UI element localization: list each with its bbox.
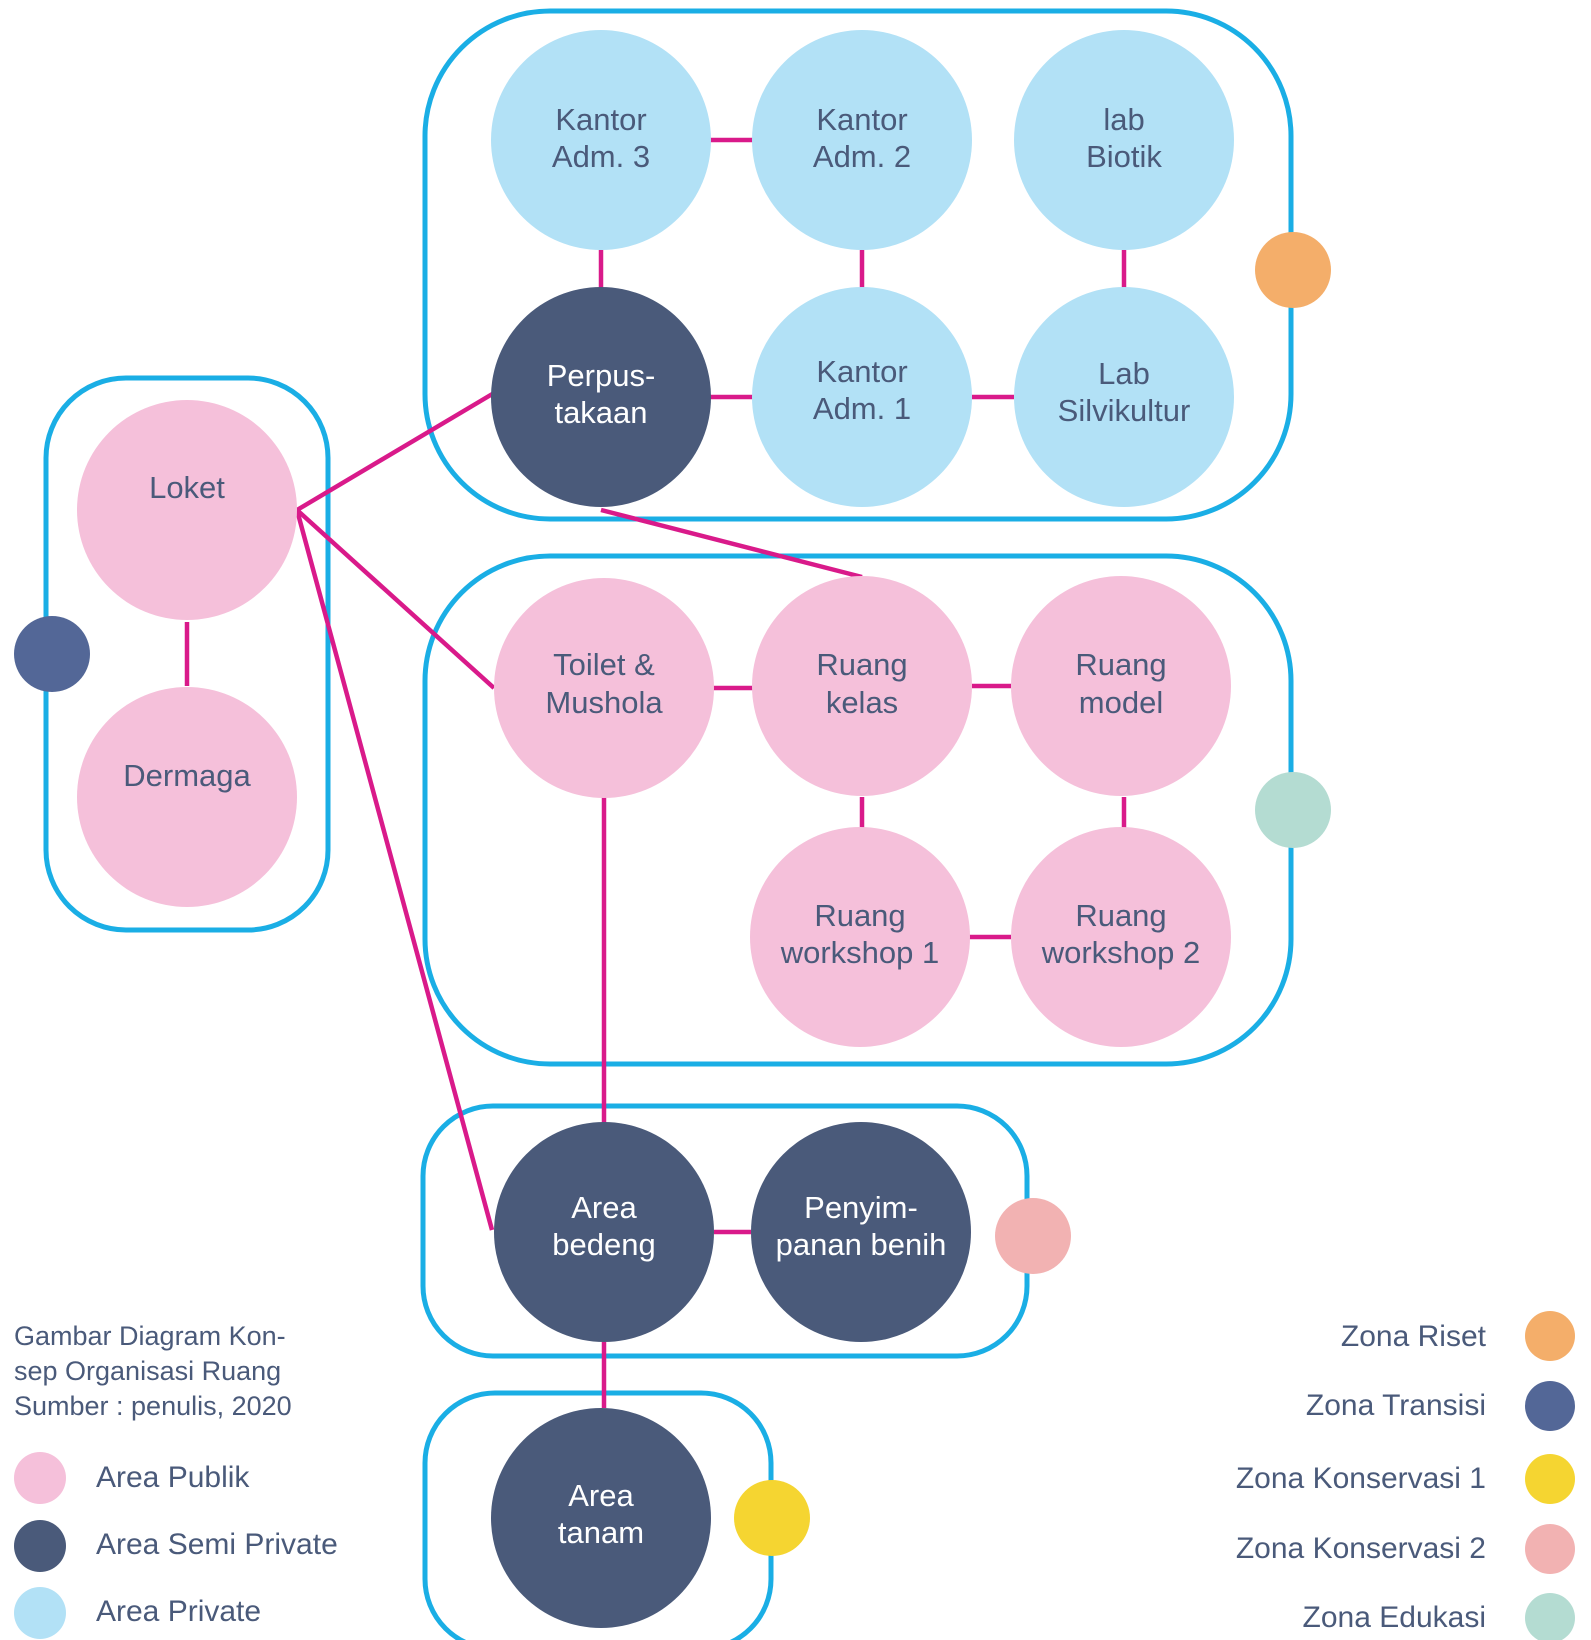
node-toilet-mushola: Toilet & Mushola: [494, 578, 714, 798]
node-circle: [1014, 30, 1234, 250]
node-circle: [752, 30, 972, 250]
node-label: Kantor: [555, 102, 646, 137]
node-circle: [751, 1122, 971, 1342]
node-label: Dermaga: [123, 758, 251, 793]
caption-line-1: Gambar Diagram Kon-: [14, 1321, 286, 1351]
legend-label-zona-konservasi-1: Zona Konservasi 1: [1236, 1462, 1486, 1495]
node-circle: [77, 687, 297, 907]
marker-zona-riset: [1255, 232, 1331, 308]
node-penyimpanan-benih: Penyim- panan benih: [751, 1122, 971, 1342]
legend-swatch-zona-transisi: [1525, 1381, 1575, 1431]
node-label: kelas: [826, 685, 898, 720]
legend-label-zona-transisi: Zona Transisi: [1306, 1389, 1486, 1422]
node-label: Area: [571, 1190, 637, 1225]
node-label: Kantor: [816, 354, 907, 389]
zone-markers: [14, 232, 1331, 1556]
node-label: bedeng: [552, 1227, 655, 1262]
node-perpustakaan: Perpus- takaan: [491, 287, 711, 507]
node-label: workshop 2: [1041, 935, 1201, 970]
node-label: Mushola: [545, 685, 663, 720]
node-label: lab: [1103, 102, 1144, 137]
legend-label-area-private: Area Private: [96, 1595, 261, 1628]
node-circle: [1011, 827, 1231, 1047]
node-label: Toilet &: [553, 647, 655, 682]
node-label: model: [1079, 685, 1163, 720]
node-label: takaan: [554, 395, 647, 430]
caption-line-2: sep Organisasi Ruang: [14, 1356, 281, 1386]
node-label: Ruang: [816, 647, 907, 682]
node-label: workshop 1: [780, 935, 940, 970]
node-ruang-workshop-2: Ruang workshop 2: [1011, 827, 1231, 1047]
node-kantor-adm-1: Kantor Adm. 1: [752, 287, 972, 507]
node-circle: [491, 287, 711, 507]
marker-zona-edukasi: [1255, 772, 1331, 848]
figure-caption: Gambar Diagram Kon- sep Organisasi Ruang…: [14, 1321, 292, 1421]
node-ruang-model: Ruang model: [1011, 576, 1231, 796]
legend-label-area-semi-private: Area Semi Private: [96, 1528, 338, 1561]
link-loket-toilet: [295, 508, 496, 690]
legend-label-area-publik: Area Publik: [96, 1461, 250, 1494]
legend-swatch-zona-edukasi: [1525, 1593, 1575, 1640]
legend-label-zona-riset: Zona Riset: [1341, 1320, 1487, 1353]
node-label: Area: [568, 1478, 634, 1513]
node-circle: [752, 576, 972, 796]
node-label: Adm. 2: [813, 139, 911, 174]
node-circle: [752, 287, 972, 507]
node-label: Kantor: [816, 102, 907, 137]
link-perpustakaan-ruangkelas: [600, 507, 863, 580]
link-loket-perpustakaan: [295, 391, 496, 512]
node-label: tanam: [558, 1515, 644, 1550]
node-label: Loket: [149, 470, 225, 505]
node-circle: [494, 1122, 714, 1342]
node-label: Adm. 3: [552, 139, 650, 174]
legend-swatch-zona-riset: [1525, 1311, 1575, 1361]
legend-swatch-area-publik: [14, 1452, 66, 1504]
caption-line-3: Sumber : penulis, 2020: [14, 1391, 292, 1421]
node-circle: [750, 827, 970, 1047]
node-lab-silvikultur: Lab Silvikultur: [1014, 287, 1234, 507]
node-label: panan benih: [776, 1227, 947, 1262]
legend-swatch-area-private: [14, 1587, 66, 1639]
legend-swatch-area-semi-private: [14, 1520, 66, 1572]
legend-label-zona-konservasi-2: Zona Konservasi 2: [1236, 1532, 1486, 1565]
node-ruang-workshop-1: Ruang workshop 1: [750, 827, 970, 1047]
node-label: Silvikultur: [1058, 393, 1191, 428]
node-label: Lab: [1098, 356, 1150, 391]
node-label: Penyim-: [804, 1190, 918, 1225]
node-lab-biotik: lab Biotik: [1014, 30, 1234, 250]
node-area-bedeng: Area bedeng: [494, 1122, 714, 1342]
node-circle: [1011, 576, 1231, 796]
node-circle: [491, 30, 711, 250]
node-label: Biotik: [1086, 139, 1162, 174]
connections: [184, 137, 1127, 1408]
node-label: Ruang: [1075, 898, 1166, 933]
node-circle: [491, 1408, 711, 1628]
legend-label-zona-edukasi: Zona Edukasi: [1303, 1601, 1486, 1634]
marker-zona-transisi: [14, 616, 90, 692]
node-circle: [1014, 287, 1234, 507]
node-label: Ruang: [1075, 647, 1166, 682]
legend-swatch-zona-konservasi-1: [1525, 1454, 1575, 1504]
node-label: Ruang: [814, 898, 905, 933]
node-dermaga: Dermaga: [77, 687, 297, 907]
node-kantor-adm-2: Kantor Adm. 2: [752, 30, 972, 250]
node-ruang-kelas: Ruang kelas: [752, 576, 972, 796]
node-circle: [494, 578, 714, 798]
node-kantor-adm-3: Kantor Adm. 3: [491, 30, 711, 250]
node-label: Perpus-: [547, 358, 656, 393]
node-circle: [77, 400, 297, 620]
marker-zona-konservasi-2: [995, 1198, 1071, 1274]
legend-swatch-zona-konservasi-2: [1525, 1524, 1575, 1574]
zona-legend: Zona Riset Zona Transisi Zona Konservasi…: [1236, 1311, 1575, 1640]
node-loket: Loket: [77, 400, 297, 620]
link-loket-areabedeng: [294, 509, 495, 1231]
area-legend: Area Publik Area Semi Private Area Priva…: [14, 1452, 338, 1639]
marker-zona-konservasi-1: [734, 1480, 810, 1556]
node-area-tanam: Area tanam: [491, 1408, 711, 1628]
nodes: Kantor Adm. 3 Kantor Adm. 2 lab Biotik P…: [77, 30, 1234, 1628]
node-label: Adm. 1: [813, 391, 911, 426]
